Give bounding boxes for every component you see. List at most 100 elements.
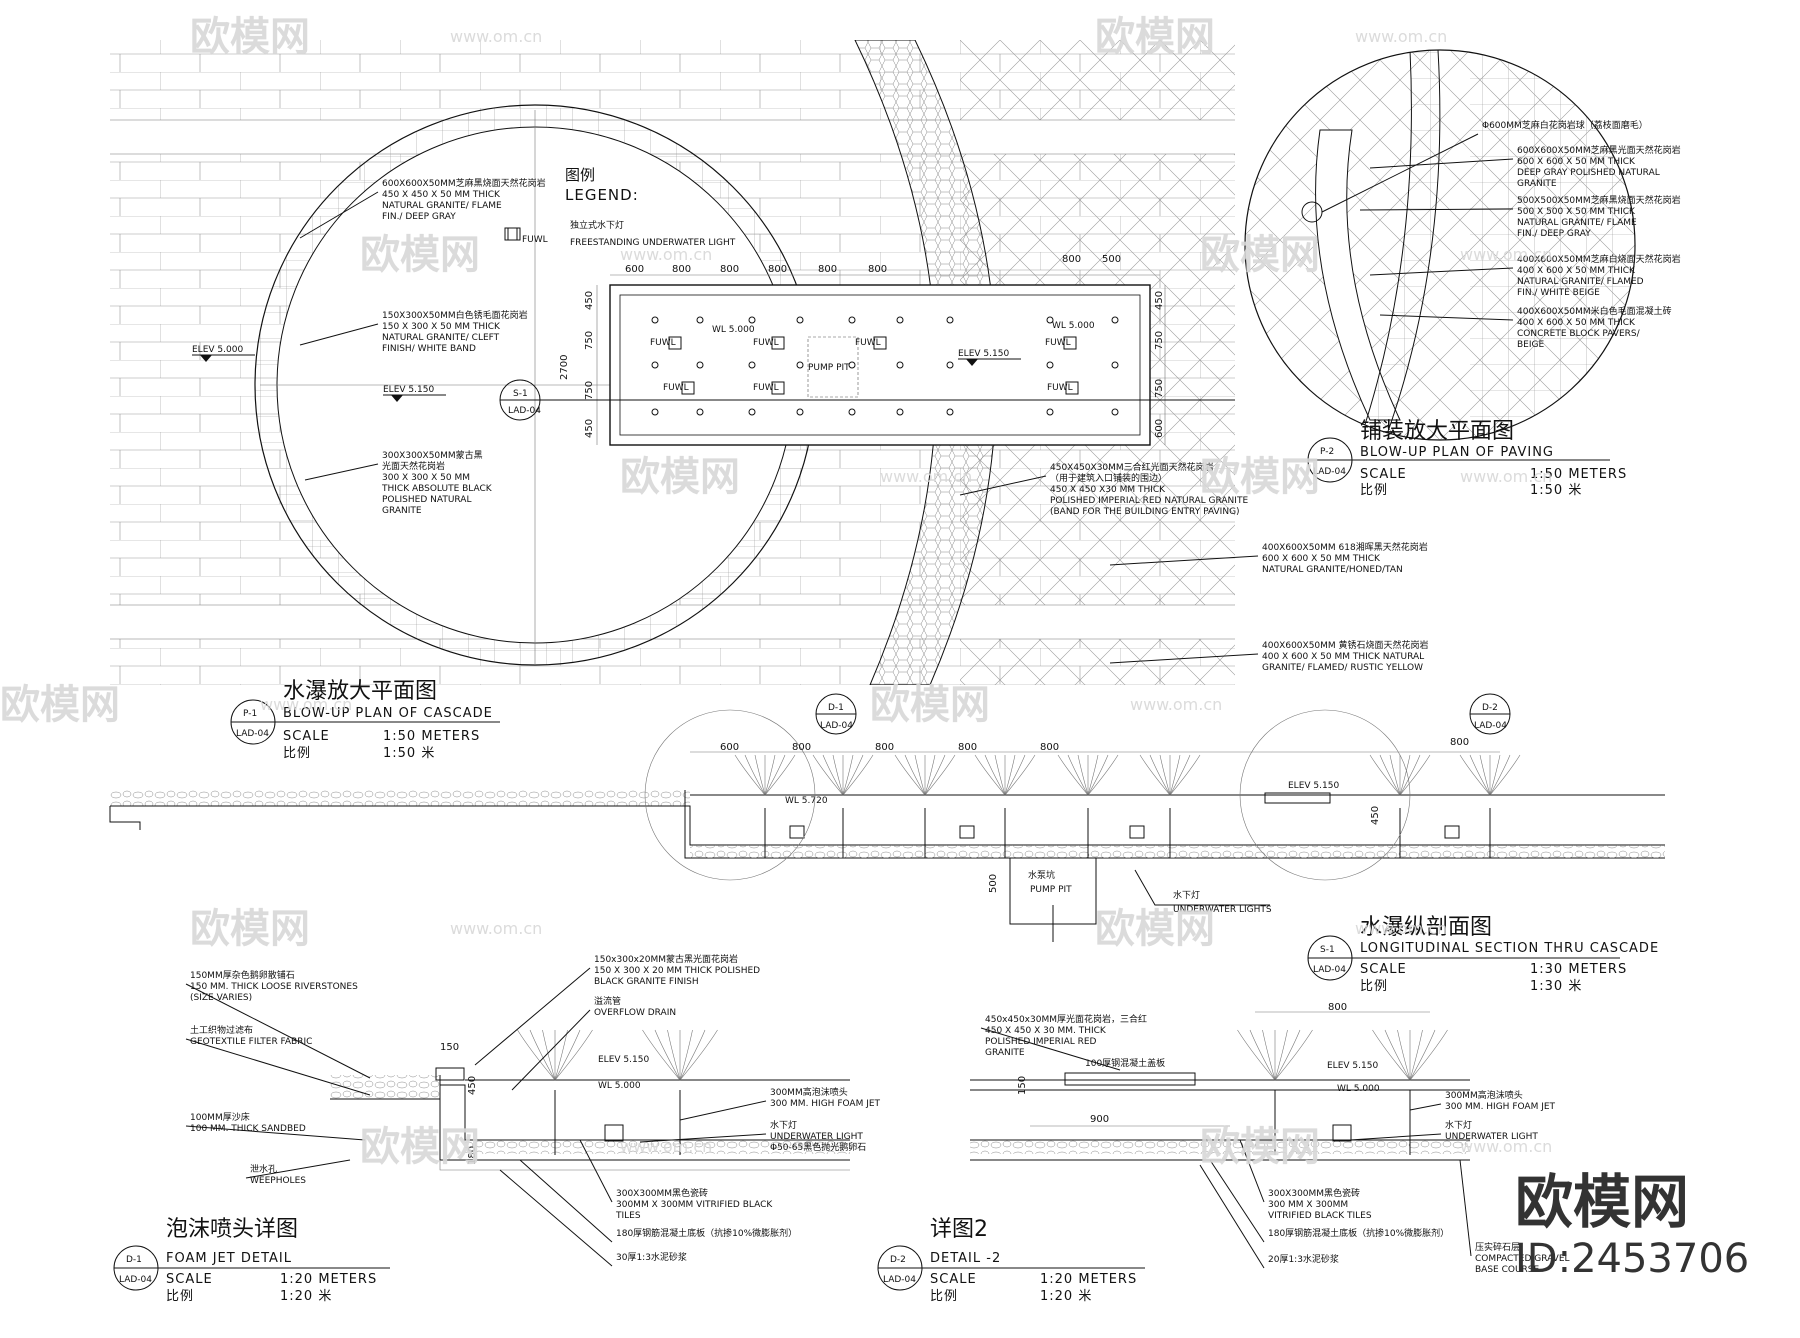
note-cn: 300X300MM黑色瓷砖: [1268, 1187, 1360, 1199]
foam-jet-plume: [1249, 1029, 1276, 1081]
d1-title-cn: 泡沫喷头详图: [166, 1217, 298, 1242]
foam-jet-plume: [842, 754, 874, 796]
note-en: 600 X 600 X 50 MM THICK: [1517, 157, 1636, 167]
foam-jet-plume: [1409, 1029, 1423, 1081]
legend-fuwl: FUWL: [522, 235, 548, 245]
foam-jet-plume: [667, 1029, 681, 1081]
fuwl-label: FUWL: [1047, 383, 1073, 393]
nozzle-icon: [796, 408, 804, 416]
note-en: 100 MM. THICK SANDBED: [190, 1124, 306, 1134]
dim-right-0: 450: [1154, 291, 1165, 310]
note-cn: 600X600X50MM芝麻黑光面天然花岗岩: [1517, 144, 1681, 156]
fuwl-light-icon: [681, 381, 695, 395]
nozzle-icon: [796, 361, 804, 369]
p1-title-cn: 水瀑放大平面图: [283, 679, 437, 704]
foam-jet-plume: [1399, 754, 1411, 796]
note-en: 300 X 300 X 50 MM: [382, 473, 470, 483]
nozzle-icon: [651, 316, 659, 324]
foam-jet-plume: [654, 1029, 681, 1081]
d2-tag: D-2: [890, 1255, 906, 1265]
leader-line: [1379, 314, 1514, 321]
nozzle-icon: [1046, 316, 1054, 324]
s1-dim-2: 800: [875, 742, 894, 753]
foam-jet-plume: [1469, 754, 1491, 796]
note-en: (BAND FOR THE BUILDING ENTRY PAVING): [1050, 507, 1240, 517]
nozzle-icon: [1046, 408, 1054, 416]
fuwl-light-icon: [1063, 336, 1077, 350]
note-en: 400 X 600 X 50 MM THICK: [1517, 266, 1636, 276]
legend-item-cn: 独立式水下灯: [570, 219, 624, 231]
note-en: OVERFLOW DRAIN: [594, 1008, 676, 1018]
note-cn: 450x450x30MM厚光面花岗岩，三合红: [985, 1013, 1147, 1025]
note-en: UNDERWATER LIGHT: [1445, 1132, 1538, 1142]
fuwl-light-icon: [668, 336, 682, 350]
leader-line: [1359, 208, 1514, 211]
s1-ratio: 1:30 米: [1530, 979, 1582, 994]
dim-left-2: 2700: [559, 355, 570, 380]
note-en: COMPACTED GRAVEL: [1475, 1254, 1570, 1264]
curved-hex-band: [854, 40, 997, 685]
foam-jet-plume: [679, 1029, 706, 1081]
leader-line: [959, 475, 1047, 496]
leader-line: [474, 967, 591, 1066]
foam-jet-plume: [822, 754, 844, 796]
foam-jet-plume: [1274, 1029, 1288, 1081]
leader-line: [679, 1100, 767, 1121]
title-block-s1: S-1 LAD-04 水瀑纵剖面图 LONGITUDINAL SECTION T…: [1307, 915, 1658, 994]
title-block-p2: P-2 LAD-04 铺装放大平面图 BLOW-UP PLAN OF PAVIN…: [1307, 419, 1626, 498]
note-en: NATURAL GRANITE/ FLAMED: [1517, 277, 1644, 287]
fuwl-label: FUWL: [753, 338, 779, 348]
note-cn: 150x300x20MM蒙古黑光面花岗岩: [594, 953, 738, 965]
foam-jet-plume: [1409, 1029, 1448, 1081]
s1-light-cn: 水下灯: [1173, 889, 1200, 901]
note-en: 光面天然花岗岩: [382, 460, 445, 472]
d1-jets: [517, 1029, 718, 1155]
d2-cover-slab: [1064, 1072, 1196, 1086]
leader-line: [1209, 1159, 1265, 1243]
foam-jet-plume: [914, 754, 926, 796]
fuwl-light-icon: [771, 336, 785, 350]
note-en: 400 X 600 X 50 MM THICK NATURAL: [1262, 652, 1424, 662]
foam-jet-plume: [554, 1029, 593, 1081]
foam-jet-plume: [994, 754, 1006, 796]
note-cn: 500X500X50MM芝麻黑烧面天然花岗岩: [1517, 194, 1681, 206]
leader-line: [1109, 653, 1259, 664]
s1-detail-sheet-1: LAD-04: [820, 721, 853, 731]
dim-top-1: 800: [672, 264, 691, 275]
title-block-p1: P-1 LAD-04 水瀑放大平面图 BLOW-UP PLAN OF CASCA…: [230, 679, 500, 761]
note-en: GEOTEXTILE FILTER FABRIC: [190, 1037, 312, 1047]
foam-jet-plume: [679, 1029, 718, 1081]
nozzle-icon: [696, 361, 704, 369]
watermark-brand: 欧模网: [1200, 232, 1320, 278]
s1-ratio-label: 比例: [1360, 979, 1388, 994]
note-cn: 泄水孔: [250, 1163, 277, 1175]
note-cn: 180厚钢筋混凝土底板（抗掺10%微膨胀剂）: [1268, 1227, 1449, 1239]
nozzle-icon: [796, 316, 804, 324]
p1-scale: 1:50 METERS: [383, 729, 480, 744]
note-en: UNDERWATER LIGHT: [770, 1132, 863, 1142]
nozzle-icon: [1111, 361, 1119, 369]
foam-jet-plume: [1159, 754, 1171, 796]
underwater-light-icon: [1444, 825, 1460, 839]
note-en: (SIZE VARIES): [190, 993, 252, 1003]
foam-jet-plume: [924, 754, 946, 796]
foam-jet-plume: [1087, 754, 1099, 796]
note-en: （用于建筑入口铺装的围边）: [1050, 472, 1167, 484]
watermark-brand: 欧模网: [1200, 454, 1320, 500]
foam-jet-plume: [1384, 1029, 1411, 1081]
foam-jet-plume: [1372, 1029, 1411, 1081]
nozzle-icon: [848, 316, 856, 324]
note-en: POLISHED IMPERIAL RED: [985, 1037, 1097, 1047]
leader-line: [1199, 1164, 1265, 1269]
foam-jet-plume: [529, 1029, 556, 1081]
section-jets: [734, 754, 1521, 858]
d1-title-en: FOAM JET DETAIL: [166, 1251, 292, 1266]
leader-line: [299, 323, 379, 346]
note-en: POLISHED IMPERIAL RED NATURAL GRANITE: [1050, 496, 1248, 506]
d1-dim-0: 150: [440, 1042, 459, 1053]
note-en: GRANITE: [1517, 179, 1557, 189]
